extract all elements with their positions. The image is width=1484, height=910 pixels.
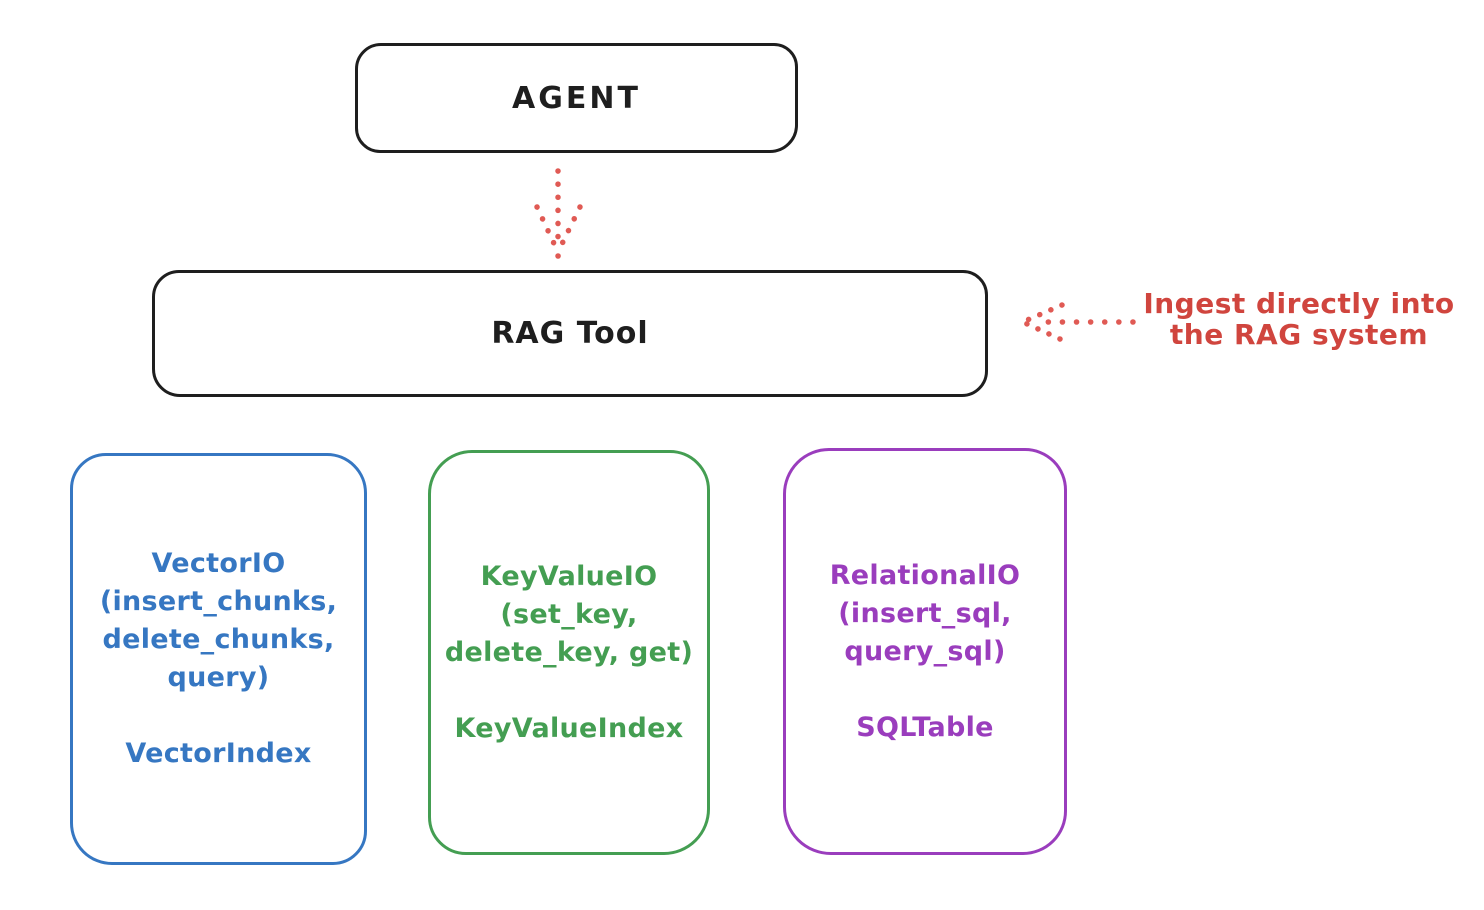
relational-io-title: RelationalIO <box>829 559 1021 591</box>
relational-io-method-line: query_sql) <box>844 635 1006 667</box>
keyvalue-io-index-label: KeyValueIndex <box>454 712 684 744</box>
keyvalue-io-node-text: KeyValueIO (set_key, delete_key, get) Ke… <box>445 558 693 748</box>
relational-io-node: RelationalIO (insert_sql, query_sql) SQL… <box>783 448 1067 855</box>
vector-io-method-line: (insert_chunks, <box>99 586 338 617</box>
vector-io-title: VectorIO <box>151 548 286 579</box>
agent-to-rag-arrow <box>534 168 583 259</box>
annotation-to-rag-arrow <box>1022 302 1136 342</box>
keyvalue-io-method-line: delete_key, get) <box>444 636 694 668</box>
vector-io-node: VectorIO (insert_chunks, delete_chunks, … <box>70 453 367 865</box>
agent-node-label: AGENT <box>512 80 641 116</box>
vector-io-method-line: query) <box>167 662 270 693</box>
keyvalue-io-method-line: (set_key, <box>500 598 638 630</box>
relational-io-node-text: RelationalIO (insert_sql, query_sql) SQL… <box>830 557 1021 747</box>
annotation-arrowhead-inner <box>1040 309 1047 334</box>
spacer <box>830 671 1021 709</box>
rag-tool-node-label: RAG Tool <box>491 316 649 351</box>
annotation-arrowhead-upper <box>1022 302 1065 324</box>
keyvalue-io-node: KeyValueIO (set_key, delete_key, get) Ke… <box>428 450 710 855</box>
ingest-annotation-line2: the RAG system <box>1169 318 1429 351</box>
ingest-annotation-line1: Ingest directly into <box>1143 287 1455 320</box>
keyvalue-io-title: KeyValueIO <box>480 560 658 592</box>
rag-tool-node: RAG Tool <box>152 270 988 397</box>
annotation-arrowhead-lower <box>1022 320 1063 342</box>
ingest-annotation: Ingest directly into the RAG system <box>1123 288 1475 350</box>
vector-io-node-text: VectorIO (insert_chunks, delete_chunks, … <box>100 545 337 773</box>
spacer <box>445 672 693 710</box>
spacer <box>100 697 337 735</box>
agent-node: AGENT <box>355 43 798 153</box>
vector-io-index-label: VectorIndex <box>125 738 312 769</box>
vector-io-method-line: delete_chunks, <box>102 624 335 655</box>
relational-io-index-label: SQLTable <box>856 711 994 743</box>
agent-to-rag-arrowhead-left <box>534 204 560 253</box>
relational-io-method-line: (insert_sql, <box>838 597 1012 629</box>
agent-to-rag-arrowhead-right <box>556 204 583 253</box>
